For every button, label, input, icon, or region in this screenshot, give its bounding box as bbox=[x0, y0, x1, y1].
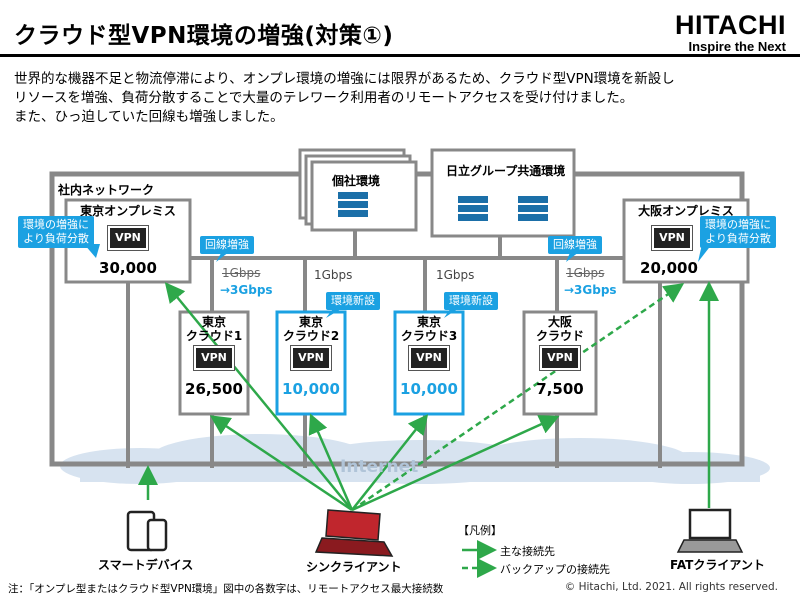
cloud-osaka-vpn: VPN bbox=[539, 345, 581, 371]
tokyo-onprem-value: 30,000 bbox=[99, 259, 157, 277]
title-underline bbox=[0, 54, 800, 57]
osaka-onprem-vpn: VPN bbox=[651, 225, 693, 251]
cloud-3-value: 10,000 bbox=[400, 380, 458, 398]
bandwidth-old-1: 1Gbps bbox=[222, 266, 261, 280]
individual-env-label: 個社環境 bbox=[332, 174, 381, 188]
bandwidth-old-osaka: 1Gbps bbox=[566, 266, 605, 280]
cloud-2-vpn: VPN bbox=[290, 345, 332, 371]
fat-client-label: FATクライアント bbox=[670, 558, 765, 572]
individual-env-stack bbox=[298, 148, 418, 232]
cloud-1-title: 東京 クラウド1 bbox=[185, 315, 243, 343]
thin-client-laptop-icon bbox=[314, 509, 394, 557]
common-env-label: 日立グループ共通環境 bbox=[446, 164, 566, 178]
server-icon bbox=[338, 192, 548, 221]
legend-title: 【凡例】 bbox=[458, 524, 502, 537]
common-env-box bbox=[430, 148, 576, 238]
cloud-osaka-value: 7,500 bbox=[536, 380, 584, 398]
fat-client-laptop-icon bbox=[676, 508, 744, 553]
bandwidth-new-osaka: →3Gbps bbox=[564, 283, 617, 297]
cloud-2-title: 東京 クラウド2 bbox=[282, 315, 340, 343]
new-env-callout-3: 環境新設 bbox=[444, 292, 498, 310]
hitachi-logo: HITACHI bbox=[675, 10, 786, 40]
bandwidth-new-1: →3Gbps bbox=[220, 283, 273, 297]
osaka-onprem-callout: 環境の増強に より負荷分散 bbox=[700, 216, 776, 248]
connection-arrows bbox=[138, 281, 719, 512]
smart-device-label: スマートデバイス bbox=[98, 558, 194, 572]
line-upgrade-callout-2: 回線増強 bbox=[548, 236, 602, 254]
cloud-2-value: 10,000 bbox=[282, 380, 340, 398]
legend-backup-text: バックアップの接続先 bbox=[500, 563, 610, 576]
description-line-1: 世界的な機器不足と物流停滞により、オンプレ環境の増強には限界があるため、クラウド… bbox=[14, 71, 675, 87]
internet-label: Internet bbox=[340, 457, 419, 477]
tokyo-onprem-vpn: VPN bbox=[107, 225, 149, 251]
new-env-callout-2: 環境新設 bbox=[326, 292, 380, 310]
cloud-osaka-title: 大阪 クラウド bbox=[535, 315, 584, 343]
description: 世界的な機器不足と物流停滞により、オンプレ環境の増強には限界があるため、クラウド… bbox=[14, 70, 794, 127]
thin-client-label: シンクライアント bbox=[306, 560, 402, 574]
osaka-onprem-value: 20,000 bbox=[640, 259, 698, 277]
cloud-3-title: 東京 クラウド3 bbox=[400, 315, 458, 343]
cloud-1-vpn: VPN bbox=[193, 345, 235, 371]
copyright: © Hitachi, Ltd. 2021. All rights reserve… bbox=[564, 581, 778, 593]
description-line-3: また、ひっ迫していた回線も増強しました。 bbox=[14, 109, 284, 125]
tokyo-onprem-callout: 環境の増強に より負荷分散 bbox=[18, 216, 94, 248]
description-line-2: リソースを増強、負荷分散することで大量のテレワーク利用者のリモートアクセスを受け… bbox=[14, 90, 634, 106]
footnote: 注：「オンプレ型またはクラウド型VPN環境」図中の各数字は、リモートアクセス最大… bbox=[8, 583, 444, 595]
bandwidth-2: 1Gbps bbox=[314, 268, 353, 282]
network-label: 社内ネットワーク bbox=[58, 183, 155, 197]
cloud-3-vpn: VPN bbox=[408, 345, 450, 371]
legend-main-text: 主な接続先 bbox=[500, 545, 555, 558]
tokyo-onprem-title: 東京オンプレミス bbox=[80, 204, 176, 218]
cloud-1-value: 26,500 bbox=[185, 380, 243, 398]
smartphone-tablet-icon bbox=[126, 510, 168, 552]
page-title: クラウド型VPN環境の増強(対策①) bbox=[14, 23, 394, 49]
logo-tagline: Inspire the Next bbox=[688, 39, 786, 54]
line-upgrade-callout-1: 回線増強 bbox=[200, 236, 254, 254]
bandwidth-3: 1Gbps bbox=[436, 268, 475, 282]
osaka-onprem-title: 大阪オンプレミス bbox=[638, 204, 734, 218]
